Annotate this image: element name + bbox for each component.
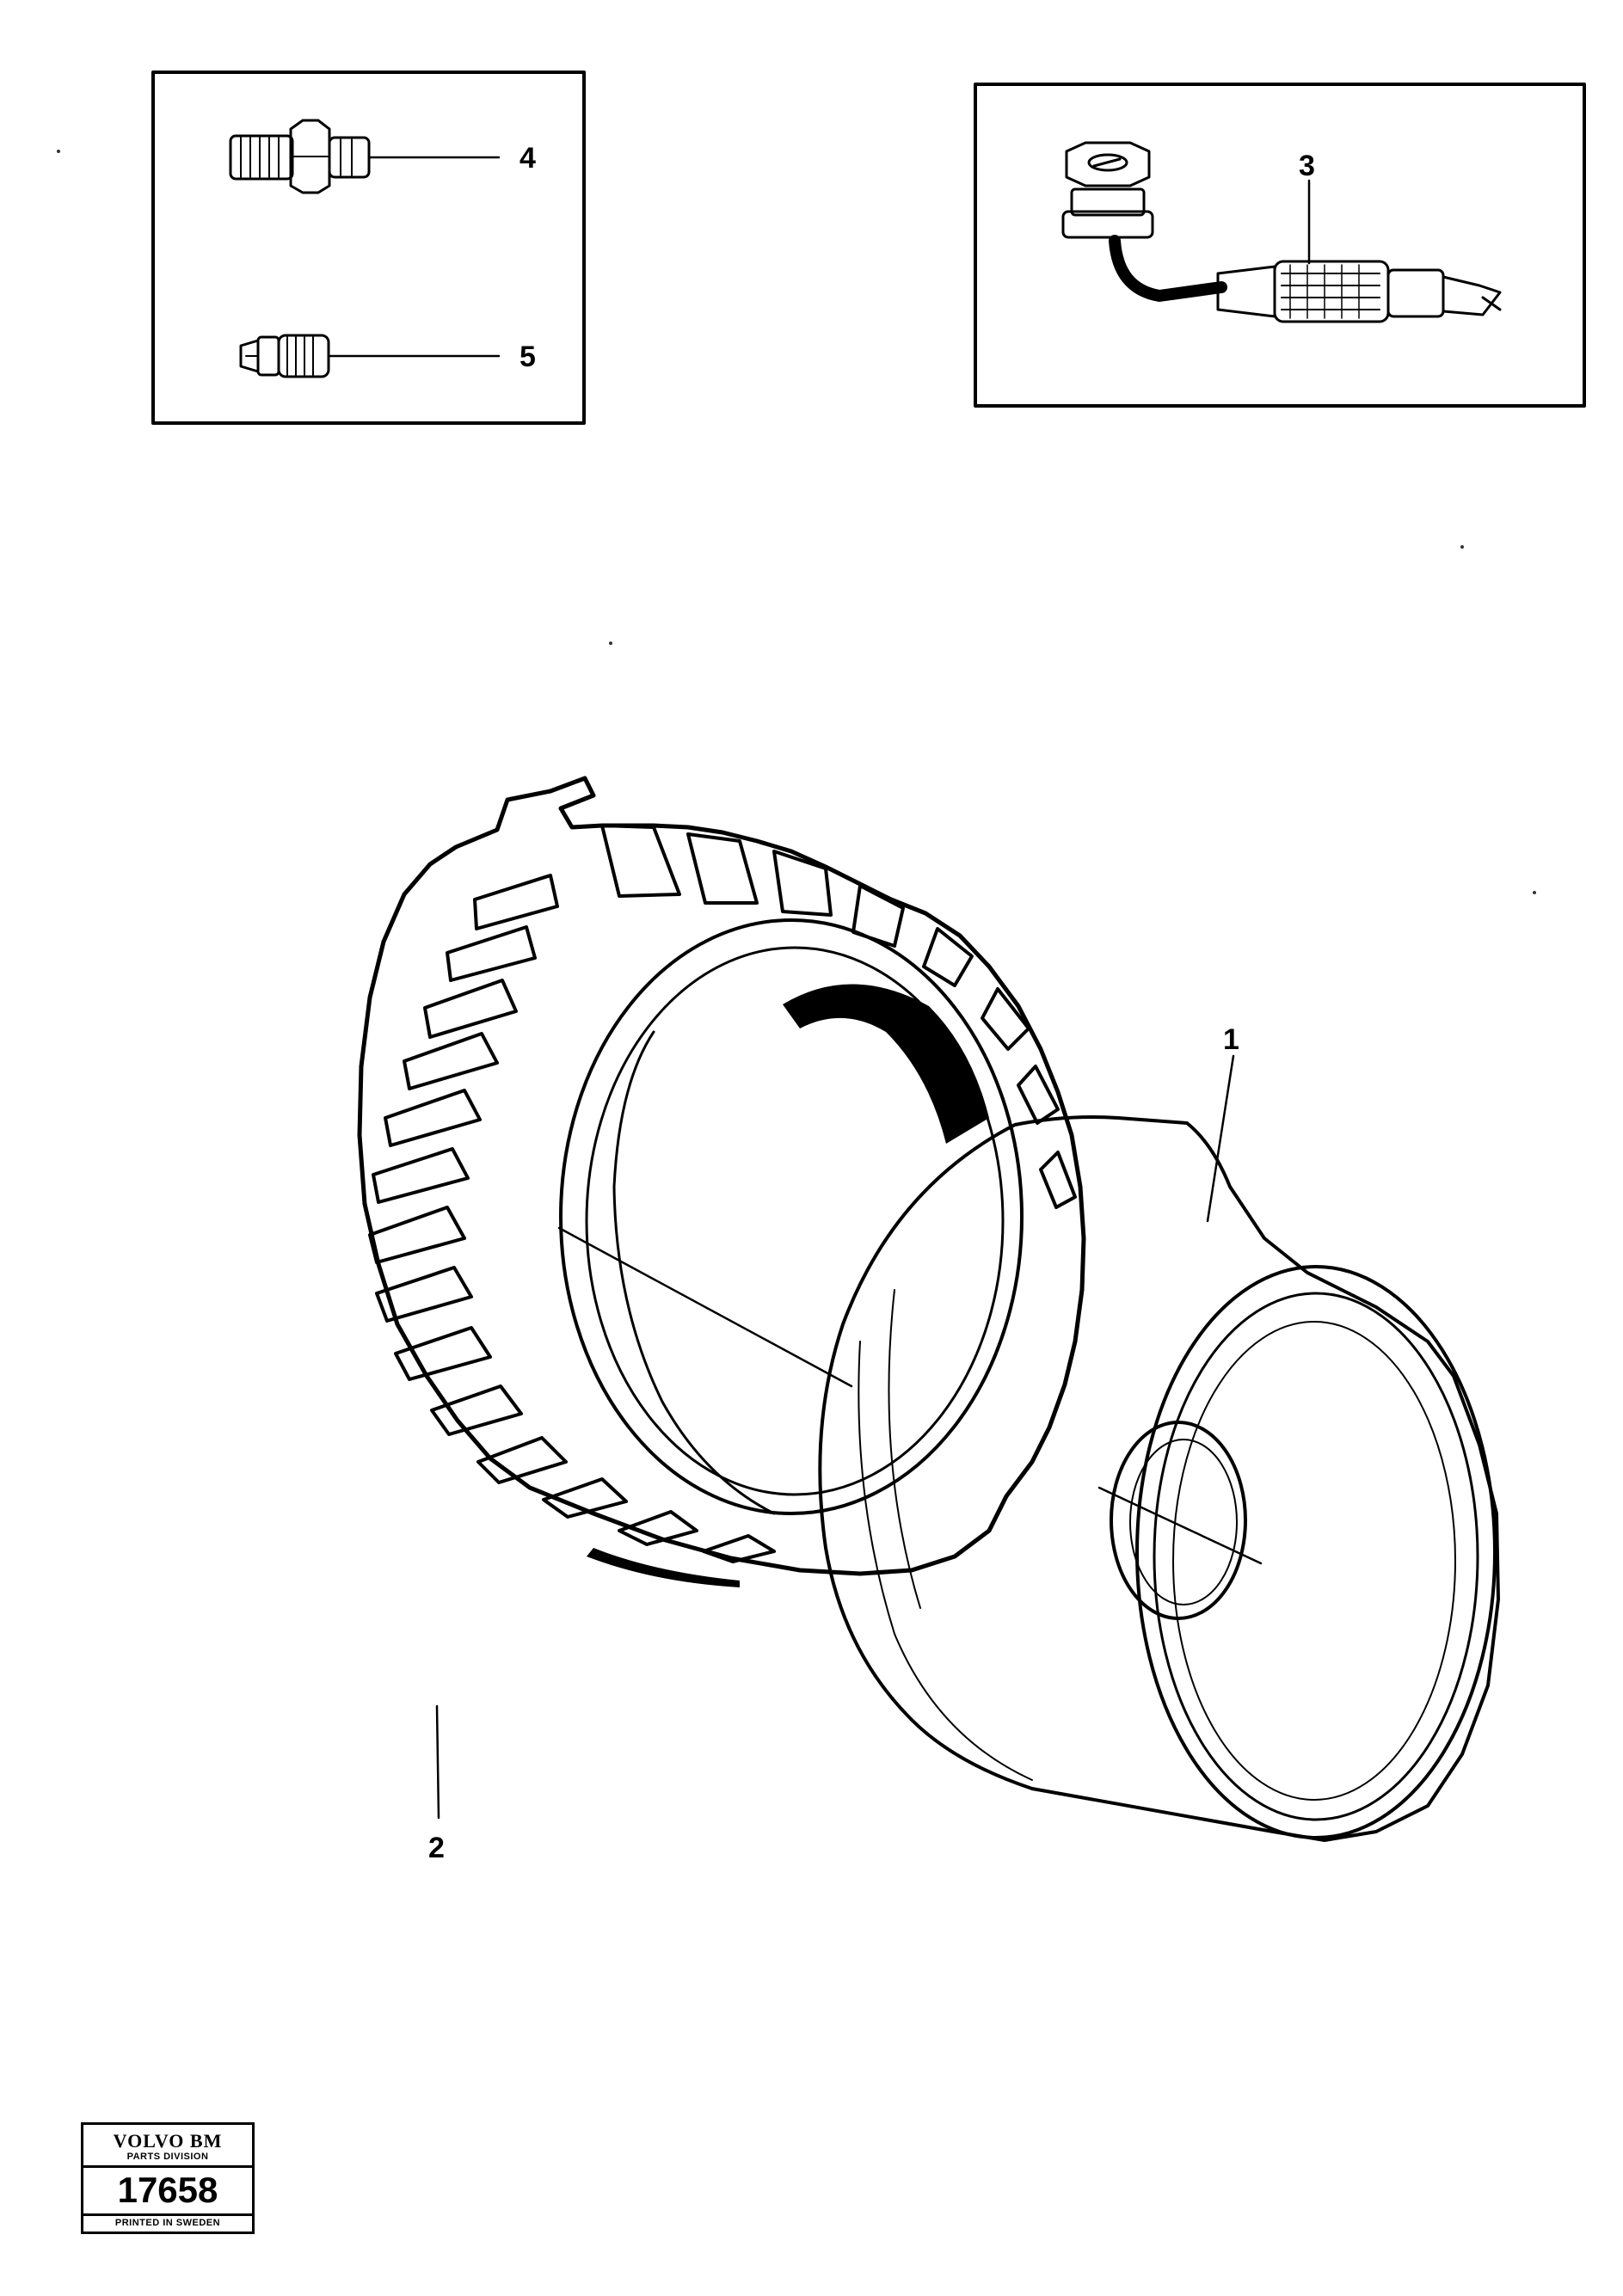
drawing-number: 17658 bbox=[117, 2170, 218, 2210]
tyre-tread-lugs bbox=[368, 874, 776, 1563]
callout-3: 3 bbox=[1299, 150, 1315, 182]
tyre-part bbox=[357, 776, 1086, 1587]
detail-box-angled-valve: 3 bbox=[974, 83, 1586, 408]
stamp-divider bbox=[83, 2213, 252, 2216]
parts-division-stamp: VOLVO BM PARTS DIVISION 17658 PRINTED IN… bbox=[81, 2122, 255, 2234]
callout-4: 4 bbox=[519, 142, 536, 175]
stamp-division: PARTS DIVISION bbox=[126, 2152, 209, 2162]
valve-cap-part bbox=[239, 334, 501, 378]
angled-valve-part bbox=[1061, 141, 1502, 323]
detail-box-valve-parts: 4 5 bbox=[151, 71, 586, 425]
stamp-printed: PRINTED IN SWEDEN bbox=[114, 2218, 221, 2228]
valve-adapter-part bbox=[229, 119, 501, 194]
callout-1: 1 bbox=[1223, 1023, 1239, 1056]
callout-2: 2 bbox=[428, 1832, 445, 1864]
stamp-brand: VOLVO BM bbox=[113, 2130, 223, 2152]
callout-5: 5 bbox=[519, 341, 536, 373]
print-specks bbox=[57, 150, 1536, 894]
rim-part bbox=[818, 1115, 1500, 1842]
stamp-divider bbox=[83, 2165, 252, 2168]
